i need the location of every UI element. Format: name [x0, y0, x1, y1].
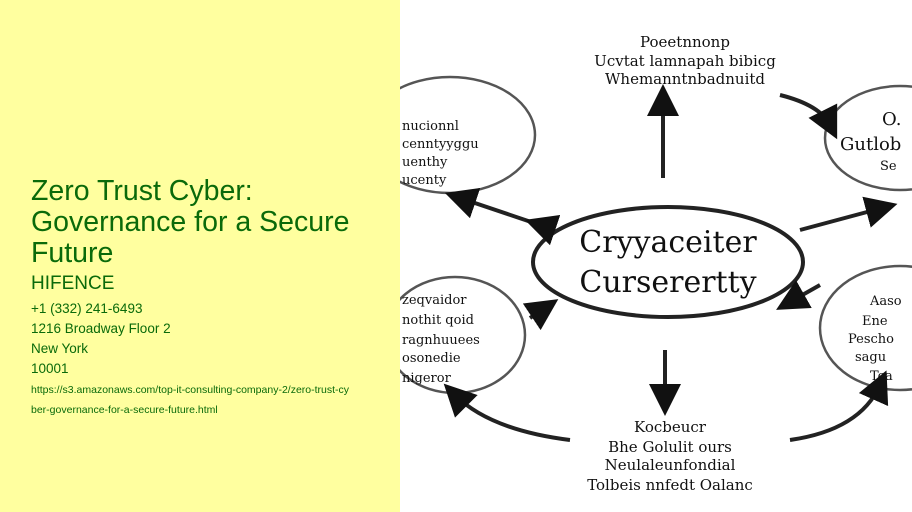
center-label-line1: Cryyaceiter — [579, 225, 757, 260]
left-bottom-node-text: osonedie — [402, 351, 461, 366]
city: New York — [31, 341, 89, 356]
bottom-node-text: Bhe Golulit ours — [608, 438, 732, 456]
street-address: 1216 Broadway Floor 2 — [31, 321, 171, 336]
page-title: Zero Trust Cyber: Governance for a Secur… — [31, 175, 350, 269]
source-url-continued[interactable]: ber-governance-for-a-secure-future.html — [31, 404, 218, 416]
right-bottom-node-text: Pescho — [848, 332, 894, 347]
info-panel: Zero Trust Cyber: Governance for a Secur… — [0, 0, 400, 512]
bottom-node-text: Neulaleunfondial — [605, 456, 736, 474]
top-node-text: Poeetnnonp — [640, 33, 730, 51]
left-top-node-text: nucionnl — [402, 119, 459, 134]
right-bottom-node-text: Tca — [870, 369, 893, 384]
left-top-node-text: ucenty — [402, 173, 447, 188]
right-bottom-node-text: sagu — [855, 350, 886, 365]
source-url[interactable]: https://s3.amazonaws.com/top-it-consulti… — [31, 384, 350, 396]
top-node-text: Whemanntnbadnuitd — [605, 70, 765, 88]
phone-number: +1 (332) 241-6493 — [31, 301, 143, 316]
right-top-node-text: Gutlob — [840, 134, 901, 155]
center-label-line2: Curserertty — [579, 265, 756, 300]
right-top-node-text: Se — [880, 159, 897, 174]
bottom-node-text: Tolbeis nnfedt Oalanc — [587, 476, 753, 494]
company-name: HIFENCE — [31, 273, 115, 294]
left-bottom-node-text: nigeror — [402, 371, 452, 386]
left-bottom-node-text: ragnhuuees — [402, 333, 480, 348]
left-bottom-node-text: nothit qoid — [402, 313, 474, 328]
right-bottom-node-text: Aaso — [869, 294, 902, 309]
top-node-text: Ucvtat lamnapah bibicg — [594, 52, 776, 70]
left-bottom-node-text: zeqvaidor — [402, 293, 467, 308]
left-top-node-text: uenthy — [402, 155, 448, 170]
cybersecurity-diagram-image: Cryyaceiter Curserertty Poeetnnonp Ucvta… — [400, 33, 912, 494]
left-top-node-text: cenntyyggu — [402, 137, 479, 152]
right-bottom-node-text: Ene — [862, 314, 888, 329]
bottom-node-text: Kocbeucr — [634, 418, 707, 436]
zip-code: 10001 — [31, 361, 69, 376]
right-top-node-text: O. — [882, 109, 901, 130]
